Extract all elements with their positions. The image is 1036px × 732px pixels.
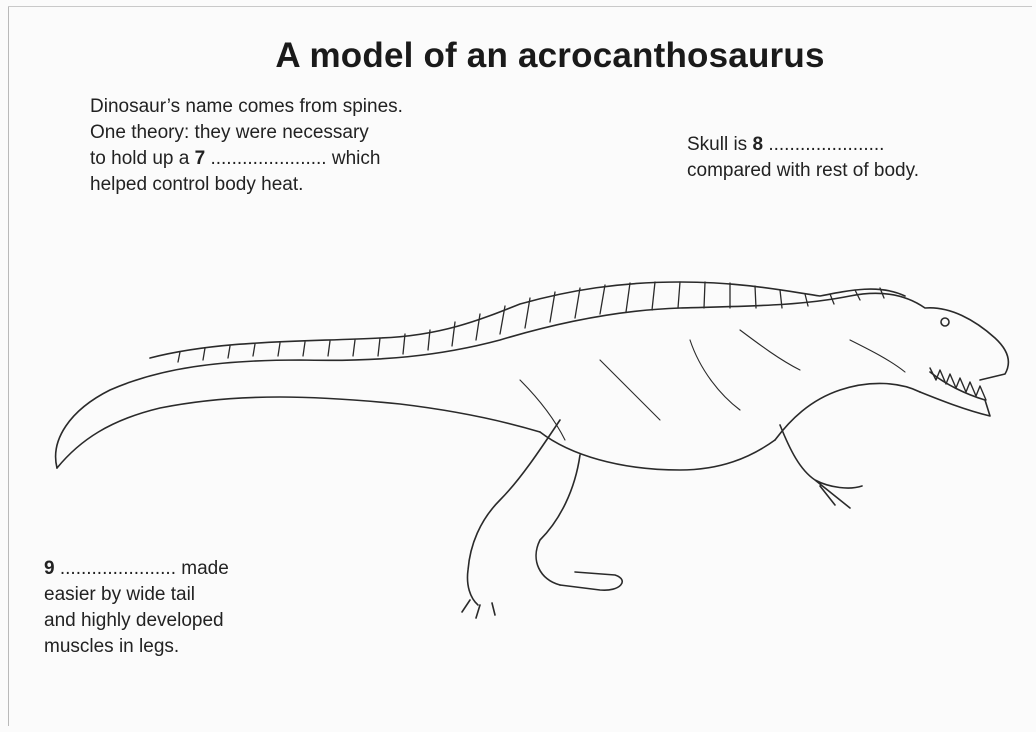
dinosaur-neck-underside	[775, 383, 920, 440]
dinosaur-rear-foot	[462, 572, 622, 618]
dinosaur-tail-underside	[57, 397, 540, 468]
dinosaur-sail-ridges	[178, 282, 884, 362]
dinosaur-spine-sail	[150, 282, 905, 358]
dinosaur-teeth	[930, 368, 986, 400]
dinosaur-belly	[540, 432, 775, 470]
dinosaur-shading-lines	[520, 330, 905, 440]
dinosaur-rear-leg	[467, 420, 580, 605]
dinosaur-lower-jaw	[920, 372, 990, 416]
dinosaur-eye	[941, 318, 949, 326]
dinosaur-front-arm	[780, 425, 862, 508]
dinosaur-body-outline	[56, 293, 1009, 468]
